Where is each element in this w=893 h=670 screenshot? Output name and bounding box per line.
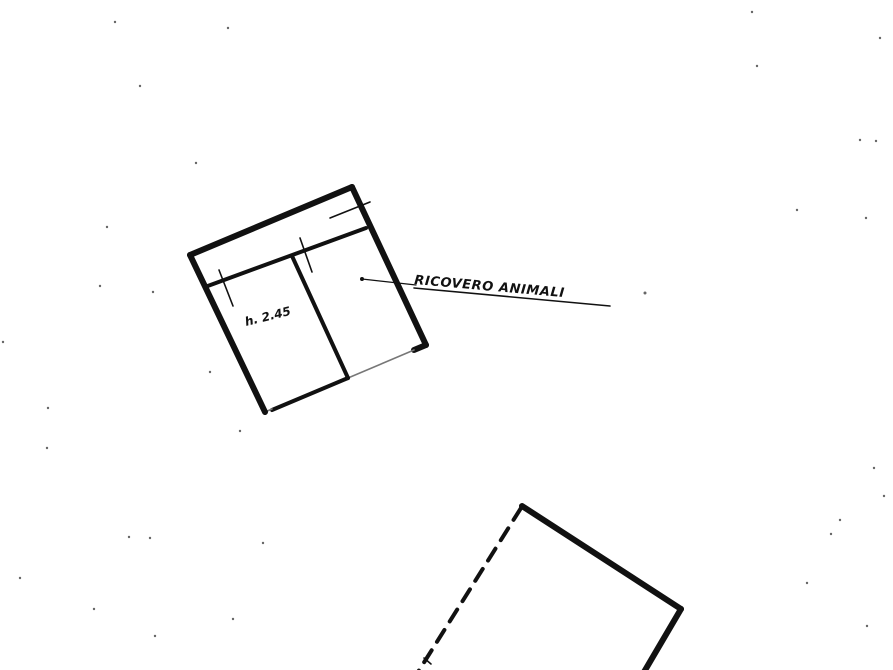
animal-shelter-building xyxy=(187,184,429,415)
height-annotation: h. 2.45 xyxy=(243,304,292,329)
adjacent-building-outline xyxy=(416,503,684,670)
paper-specks xyxy=(1,10,886,638)
building-label: RICOVERO ANIMALI xyxy=(414,273,566,301)
callout-leader-line xyxy=(361,278,417,286)
callout-underline xyxy=(413,287,611,307)
